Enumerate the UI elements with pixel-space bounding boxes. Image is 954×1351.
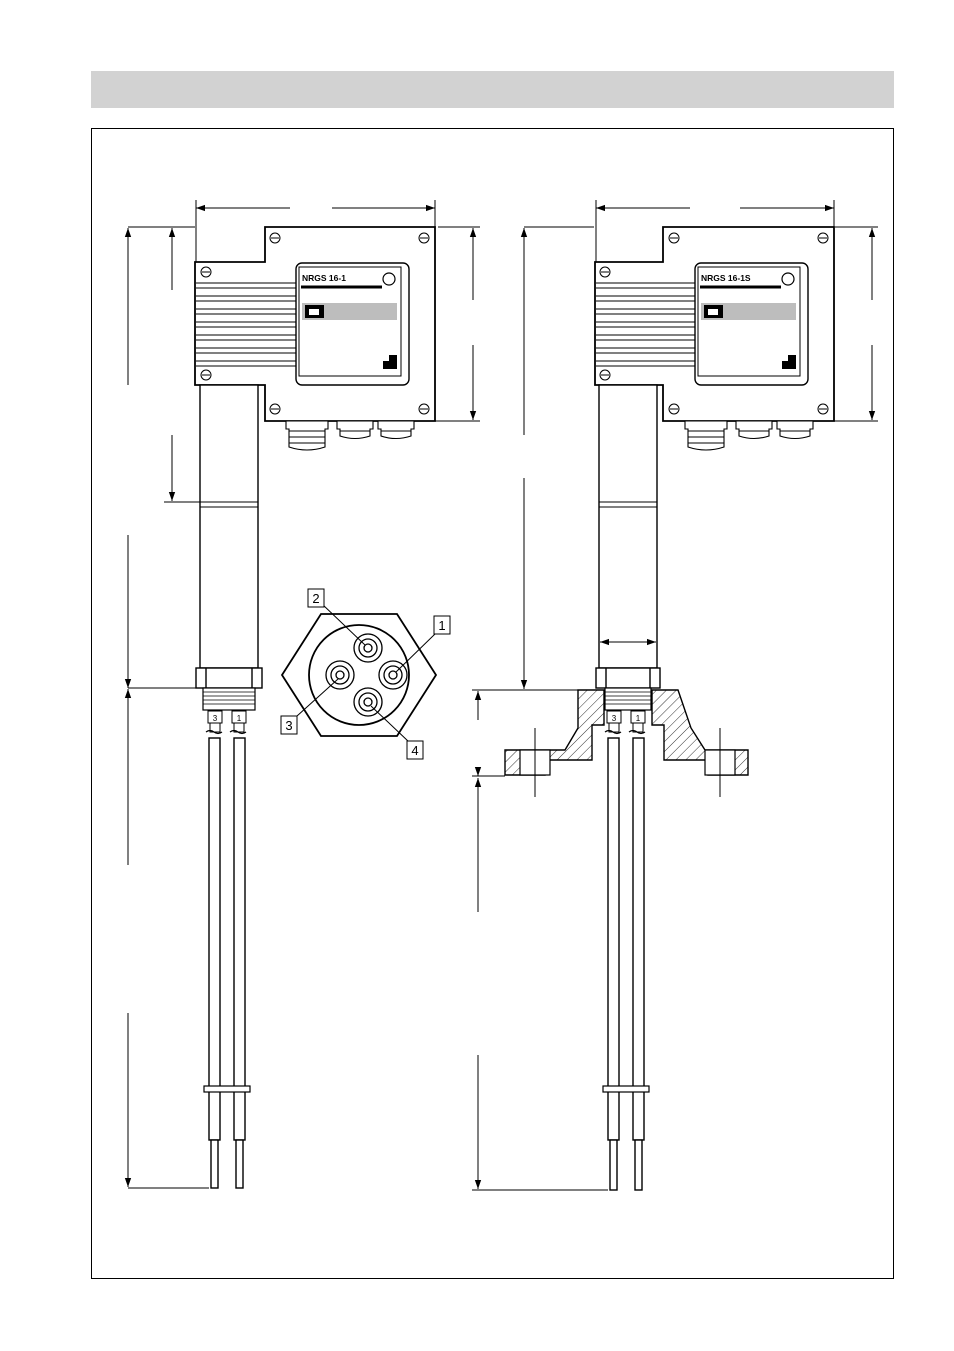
left-box-screws xyxy=(200,232,430,415)
left-spacer-disc xyxy=(203,1085,251,1093)
left-cable-glands xyxy=(285,420,415,451)
right-unit xyxy=(504,226,835,1191)
connector-leaders xyxy=(296,603,436,743)
right-tube xyxy=(598,384,658,669)
left-terminal-box xyxy=(194,226,436,422)
right-display-band xyxy=(701,303,796,320)
right-terminal-box xyxy=(594,226,835,422)
connector-pin-diagram xyxy=(280,588,451,760)
right-front-panel xyxy=(694,262,809,386)
pin-label-boxes xyxy=(280,588,451,760)
right-box-screws xyxy=(599,232,829,415)
left-terminal-1: 1 xyxy=(237,714,242,723)
header-band xyxy=(91,71,894,108)
left-dimensions xyxy=(124,200,480,1189)
left-electrode-rods xyxy=(208,737,246,1189)
left-unit xyxy=(194,226,436,1189)
pin-label-4: 4 xyxy=(411,743,418,758)
pin-label-3: 3 xyxy=(285,718,292,733)
left-logo-icon xyxy=(382,272,396,286)
drawing-frame xyxy=(91,128,894,1279)
pin-label-2: 2 xyxy=(312,591,319,606)
right-model-label: NRGS 16-1S xyxy=(701,273,751,283)
left-front-panel xyxy=(295,262,410,386)
connector-hexagon xyxy=(280,613,438,737)
left-display-band xyxy=(302,303,397,320)
left-cooling-fins xyxy=(196,282,296,367)
right-spacer-disc xyxy=(602,1085,650,1093)
right-terminal-1: 1 xyxy=(636,714,641,723)
right-terminal-3: 3 xyxy=(612,714,617,723)
right-cable-glands xyxy=(684,420,814,451)
left-model-label: NRGS 16-1 xyxy=(302,273,346,283)
right-electrode-rods xyxy=(607,737,645,1191)
right-dimensions xyxy=(472,200,878,1191)
left-terminal-3: 3 xyxy=(213,714,218,723)
right-logo-icon xyxy=(781,272,795,286)
right-cooling-fins xyxy=(596,282,695,367)
pin-label-1: 1 xyxy=(438,618,445,633)
left-tube xyxy=(199,384,259,669)
